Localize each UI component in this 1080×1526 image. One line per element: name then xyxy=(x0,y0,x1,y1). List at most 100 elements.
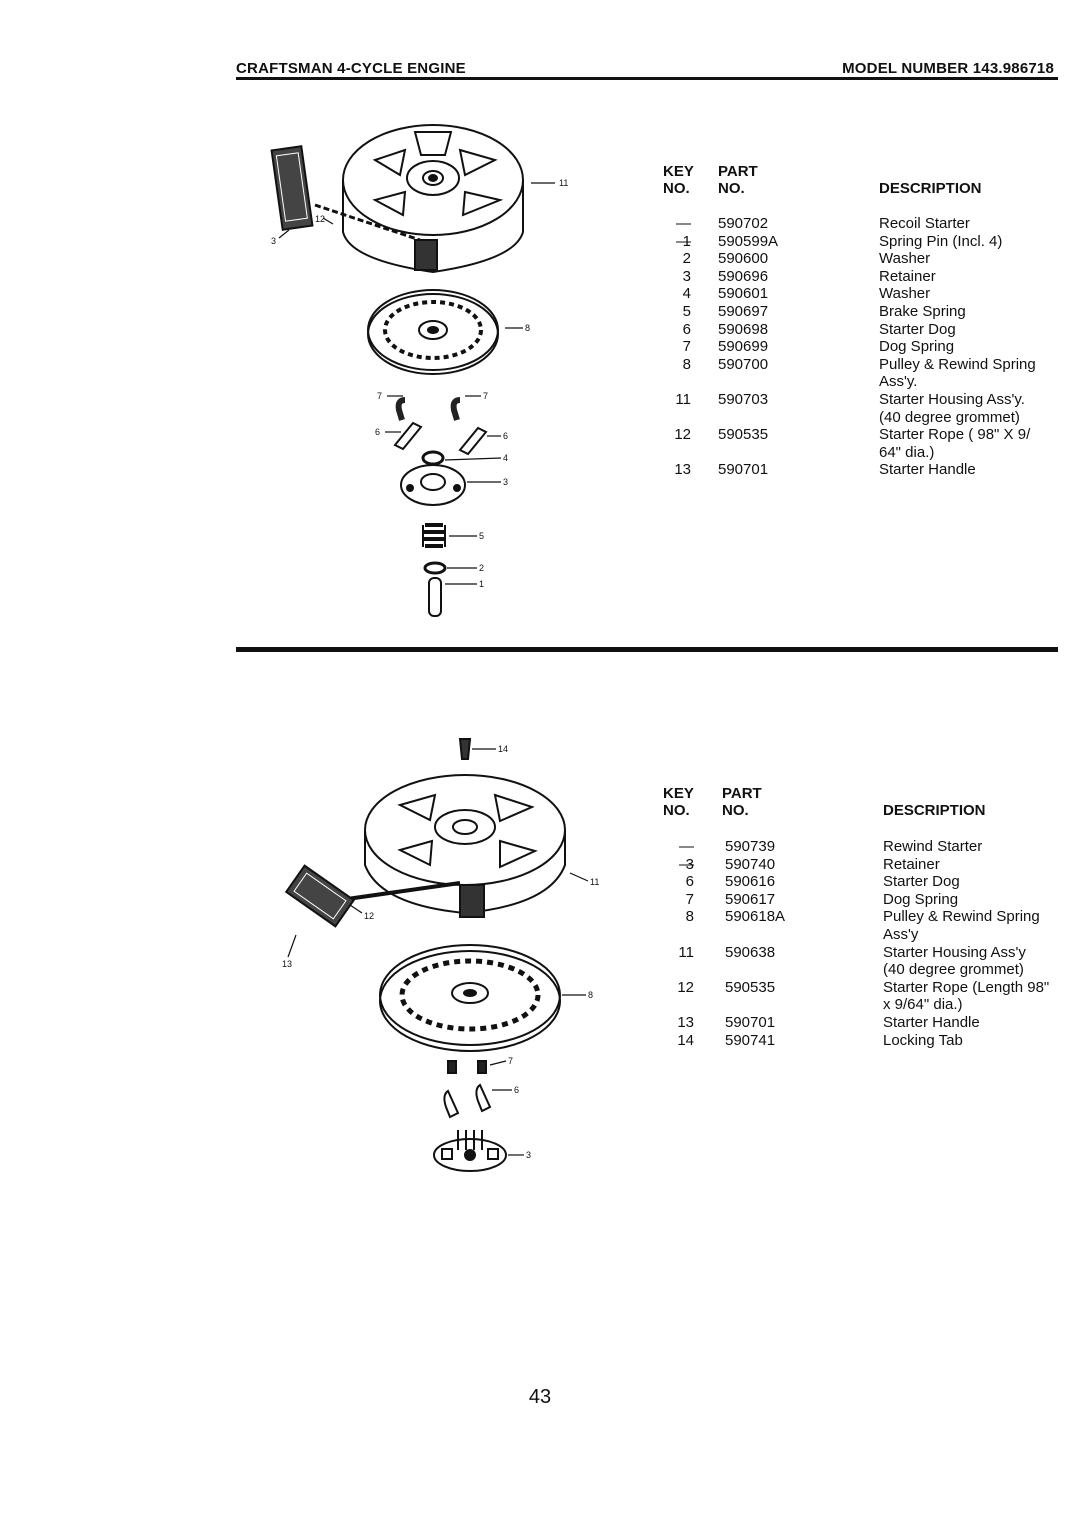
col-key-label: KEY xyxy=(663,163,694,180)
col-part-label: PART xyxy=(722,785,762,802)
col-part-label: PART xyxy=(718,163,758,180)
row-key-no: 1 xyxy=(682,232,691,250)
row-key-no: 14 xyxy=(677,1031,694,1049)
row-description: Starter Housing Ass'y. xyxy=(879,391,1025,408)
rewind-starter-diagram: 14 11 12 13 8 7 6 3 xyxy=(282,738,599,1172)
row-key-no: 11 xyxy=(675,391,691,408)
row-part-no: 590700 xyxy=(718,355,769,373)
row-part-no: 590741 xyxy=(725,1031,776,1049)
callout-8: 8 xyxy=(588,990,593,1000)
row-key-no: 7 xyxy=(685,890,694,908)
row-description: Spring Pin (Incl. 4) xyxy=(879,232,1003,250)
row-description: Locking Tab xyxy=(883,1031,963,1049)
row-description: Dog Spring xyxy=(879,338,955,356)
row-description: Washer xyxy=(879,250,931,268)
col-description: DESCRIPTION xyxy=(879,180,982,197)
row-description: Pulley & Rewind Spring xyxy=(883,908,1040,926)
row-description: Brake Spring xyxy=(879,303,966,320)
row-part-no: 590697 xyxy=(718,303,769,320)
row-part-no: 590535 xyxy=(725,978,776,996)
row-part-no: 590701 xyxy=(718,461,769,479)
model-number: MODEL NUMBER 143.986718 xyxy=(842,60,1054,77)
row-part-no: 590616 xyxy=(725,873,776,891)
col-key-label: KEY xyxy=(663,785,694,802)
row-key-no: — — xyxy=(676,215,691,250)
callout-6b: 6 xyxy=(503,431,508,441)
row-key-no: 6 xyxy=(685,873,694,891)
row-part-no: 590739 xyxy=(725,838,776,855)
row-part-no: 590600 xyxy=(718,250,769,268)
row-description: Starter Dog xyxy=(883,873,960,891)
row-description: Pulley & Rewind Spring xyxy=(879,355,1036,373)
callout-3: 3 xyxy=(271,236,276,246)
row-description: Washer xyxy=(879,285,931,303)
callout-4: 4 xyxy=(503,453,508,463)
col-key-no: NO. xyxy=(663,802,690,819)
callout-8: 8 xyxy=(525,323,530,333)
col-part-no: NO. xyxy=(718,180,745,197)
callout-11: 11 xyxy=(590,877,599,887)
callout-6a: 6 xyxy=(375,427,380,437)
row-key-no: 8 xyxy=(682,355,691,373)
page-number: 43 xyxy=(528,1386,552,1408)
row-key-no: — — xyxy=(679,838,694,873)
recoil-starter-diagram: 11 12 3 8 7 7 6 6 4 3 5 2 1 xyxy=(270,124,568,617)
row-part-no: 590638 xyxy=(725,943,776,961)
col-key-no: NO. xyxy=(663,180,690,197)
row-description: (40 degree grommet) xyxy=(879,408,1020,426)
row-description: Starter Rope (Length 98" xyxy=(883,978,1050,996)
row-part-no: 590617 xyxy=(725,890,776,908)
row-part-no: 590599A xyxy=(718,232,779,250)
row-key-no: 13 xyxy=(674,461,691,479)
callout-14: 14 xyxy=(498,744,508,754)
row-key-no: 12 xyxy=(674,426,691,444)
row-part-no: 590703 xyxy=(718,391,769,408)
row-part-no: 590618A xyxy=(725,908,786,926)
row-description: x 9/64" dia.) xyxy=(883,996,963,1014)
row-description: Starter Housing Ass'y xyxy=(883,943,1026,961)
row-part-no: 590601 xyxy=(718,285,769,303)
row-part-no: 590699 xyxy=(718,338,769,356)
row-key-no: 12 xyxy=(677,978,694,996)
row-description: Rewind Starter xyxy=(883,838,983,855)
row-description: Retainer xyxy=(883,855,940,873)
callout-11: 11 xyxy=(559,178,568,188)
row-key-no: 3 xyxy=(685,855,694,873)
row-part-no: 590698 xyxy=(718,320,769,338)
row-description: Starter Rope ( 98" X 9/ xyxy=(879,426,1031,444)
row-description: Retainer xyxy=(879,267,936,285)
header-rule xyxy=(236,77,1058,80)
callout-2: 2 xyxy=(479,563,484,573)
callout-6: 6 xyxy=(514,1085,519,1095)
row-part-no: 590701 xyxy=(725,1014,776,1031)
callout-12: 12 xyxy=(315,214,325,224)
callout-7: 7 xyxy=(508,1056,513,1066)
callout-13: 13 xyxy=(282,959,292,969)
row-key-no: 11 xyxy=(678,943,694,961)
callout-5: 5 xyxy=(479,531,484,541)
row-key-no: 6 xyxy=(682,320,691,338)
row-key-no: 5 xyxy=(682,303,691,320)
row-description: Starter Dog xyxy=(879,320,956,338)
section-divider xyxy=(236,647,1058,652)
callout-7b: 7 xyxy=(483,391,488,401)
engine-title: CRAFTSMAN 4-CYCLE ENGINE xyxy=(236,60,466,77)
callout-3: 3 xyxy=(526,1150,531,1160)
row-key-no: 3 xyxy=(682,267,691,285)
row-key-no: 13 xyxy=(677,1014,694,1031)
row-key-no: 7 xyxy=(682,338,691,356)
row-description: Dog Spring xyxy=(883,890,959,908)
row-description: Ass'y xyxy=(883,926,919,943)
row-part-no: 590702 xyxy=(718,215,769,232)
row-part-no: 590535 xyxy=(718,426,769,444)
col-part-no: NO. xyxy=(722,802,749,819)
row-description: Recoil Starter xyxy=(879,215,970,232)
row-description: (40 degree grommet) xyxy=(883,961,1024,979)
callout-7a: 7 xyxy=(377,391,382,401)
row-key-no: 4 xyxy=(682,285,691,303)
callout-12: 12 xyxy=(364,911,374,921)
row-key-no: 2 xyxy=(682,250,691,268)
row-part-no: 590740 xyxy=(725,855,776,873)
row-description: Ass'y. xyxy=(879,373,918,391)
row-key-no: 8 xyxy=(685,908,694,926)
